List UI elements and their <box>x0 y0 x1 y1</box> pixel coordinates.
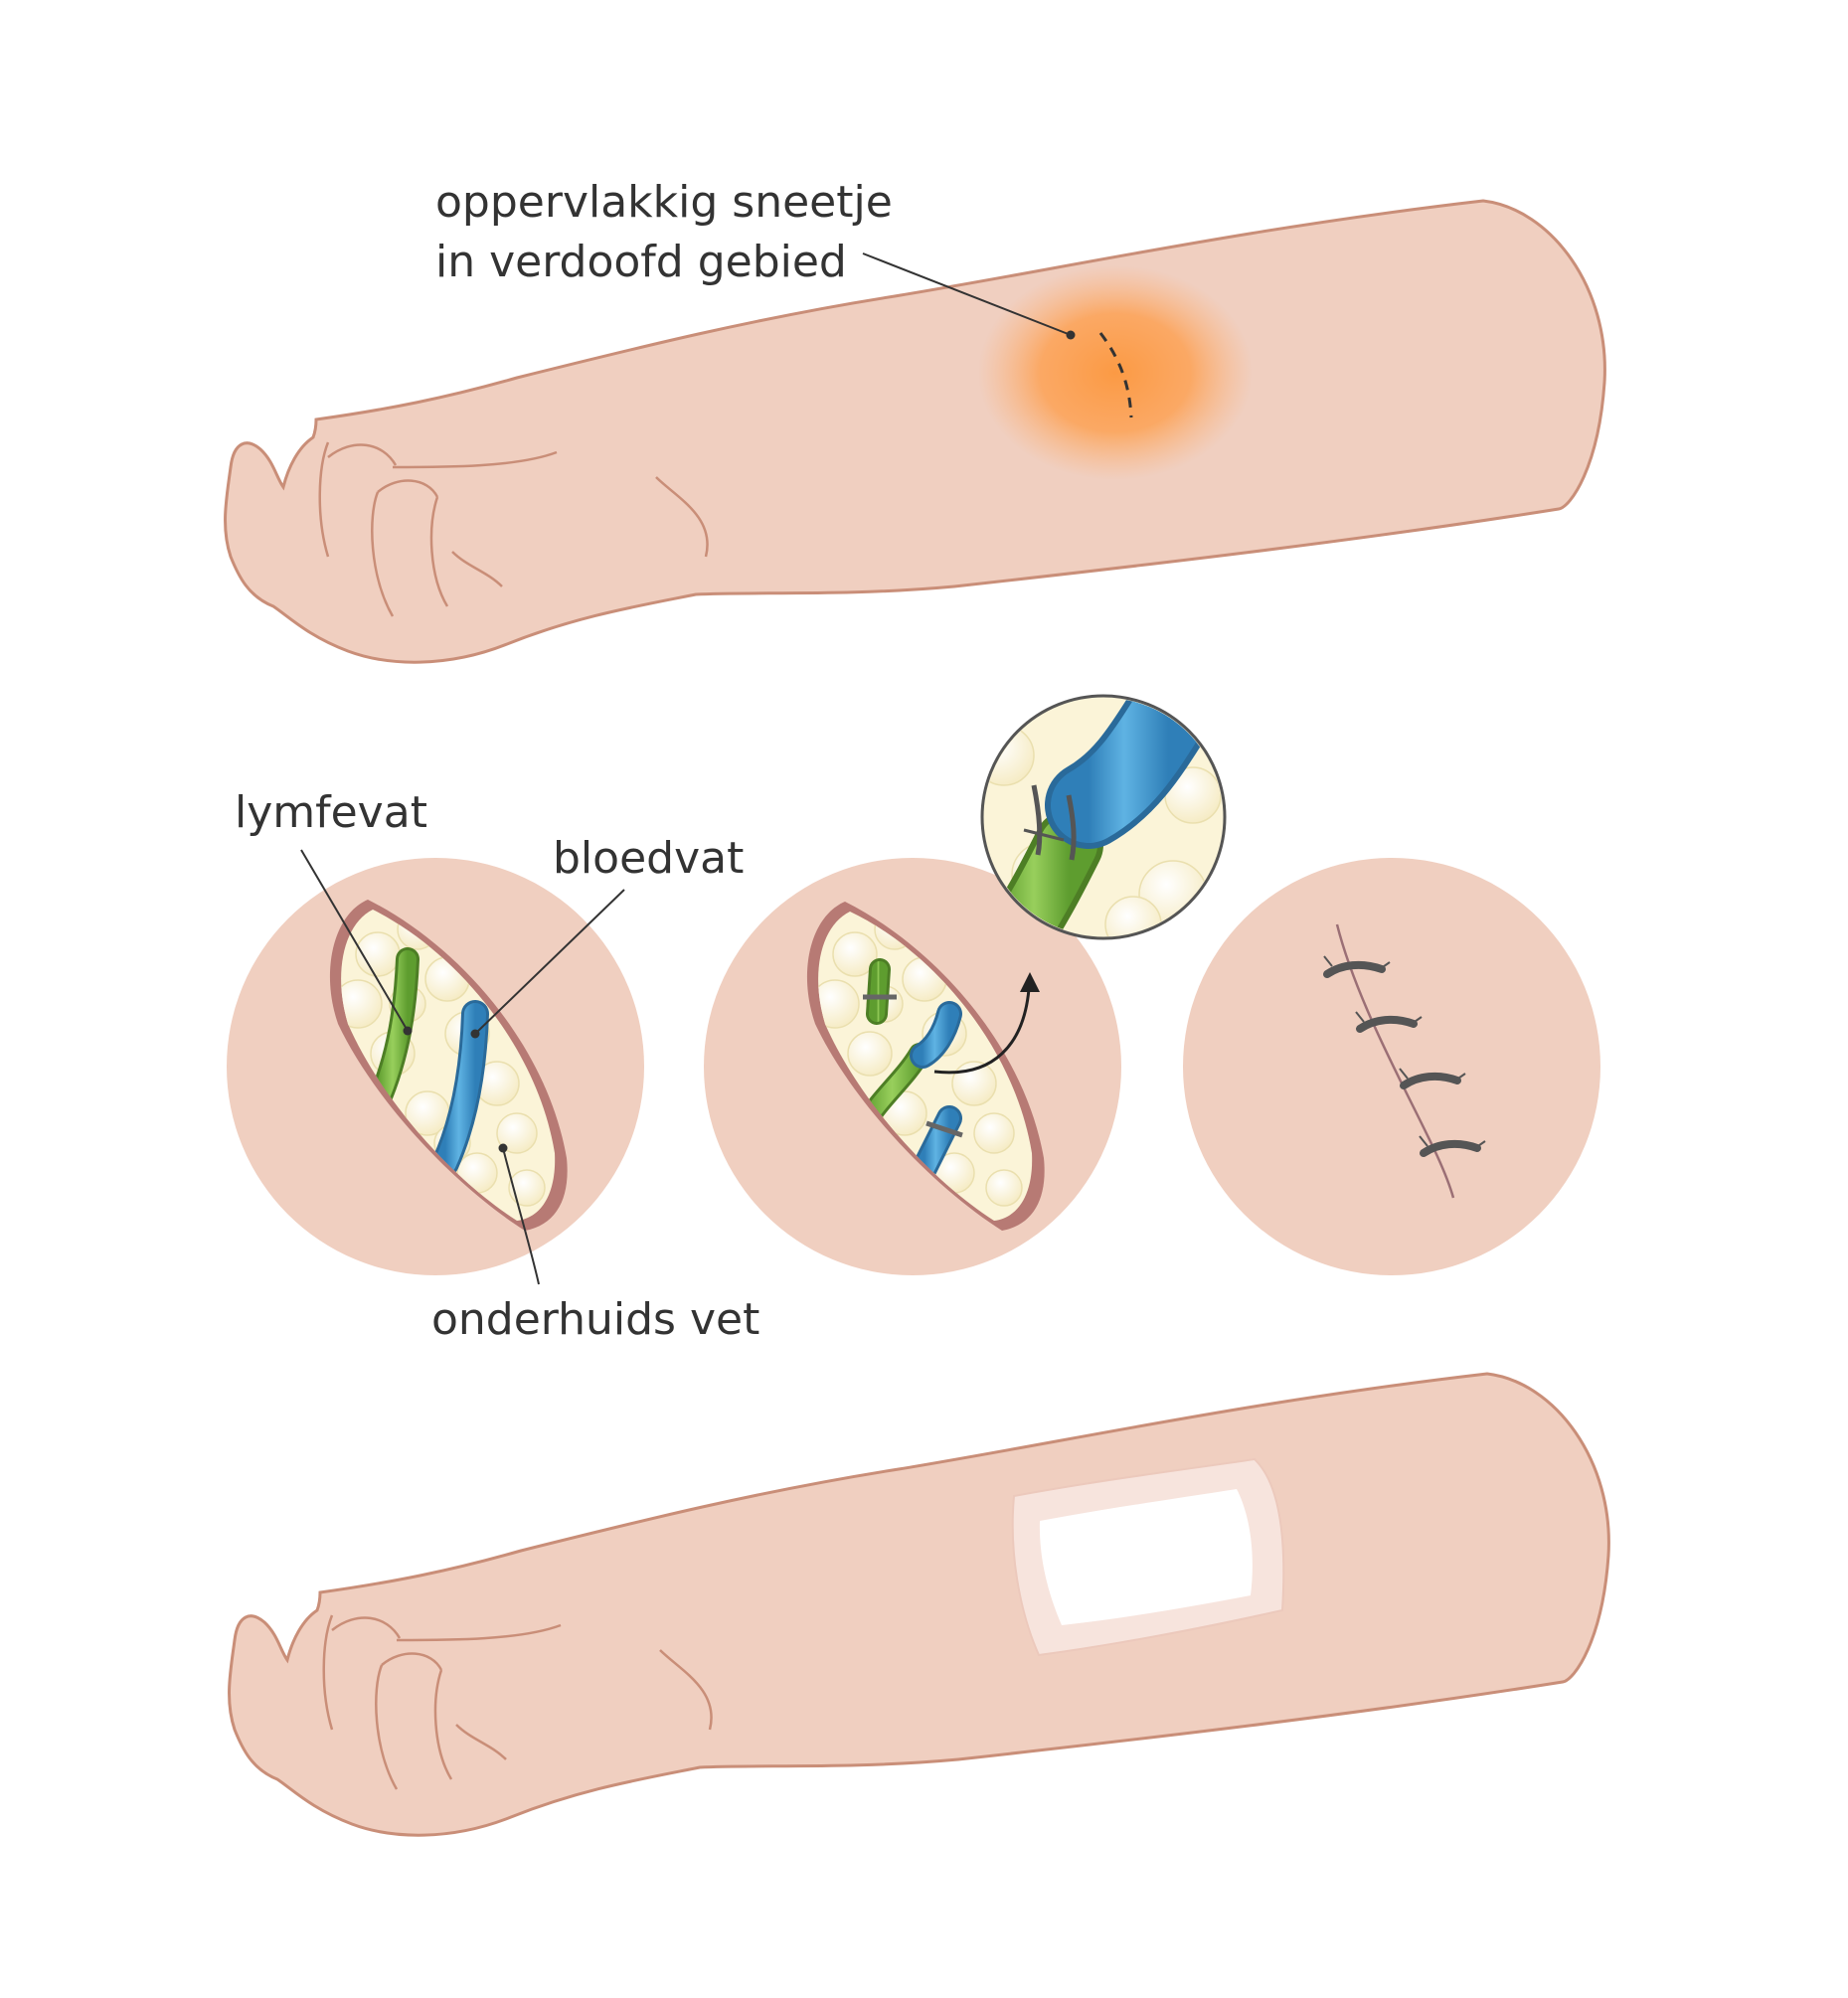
blood-vessel-label: bloedvat <box>553 833 744 884</box>
zoom-arrow <box>933 988 1031 1075</box>
zoom-suture-2 <box>1066 794 1077 861</box>
closed-incision <box>1335 923 1455 1199</box>
blood-leader-dot <box>470 1029 480 1039</box>
zoom-suture-1 <box>1031 784 1043 856</box>
lymph-leader-line <box>300 849 409 1032</box>
circle-opened-wound <box>227 849 644 1285</box>
circle-sutured <box>1183 858 1600 1275</box>
top-arm-shape <box>224 199 1606 664</box>
stitches <box>1323 960 1481 1157</box>
stitch-ends <box>1323 955 1486 1149</box>
fat-leader-line <box>502 1147 540 1285</box>
lymph-vessel-label: lymfevat <box>235 787 427 838</box>
wound-dressing-pad <box>1039 1489 1253 1625</box>
subcutaneous-fat-label: onderhuids vet <box>431 1294 759 1345</box>
incision-leader-dot <box>1066 330 1076 340</box>
top-arm-finger-lines <box>318 441 709 617</box>
bottom-arm <box>228 1372 1610 1837</box>
circle-ligated-vessels <box>704 858 1121 1275</box>
fat-leader-dot <box>498 1143 508 1153</box>
lymph-leader-dot <box>403 1026 413 1036</box>
zoom-inset <box>980 694 1227 940</box>
incision-label-line1: oppervlakkig sneetje <box>435 177 893 228</box>
skin-circle-3 <box>1183 858 1600 1275</box>
anesthesia-area <box>978 265 1253 480</box>
blood-leader-line <box>474 889 625 1035</box>
bottom-arm-shape <box>228 1372 1610 1837</box>
top-arm <box>224 199 1606 664</box>
ligature-2 <box>925 1120 963 1138</box>
zoom-arrow-head <box>1020 972 1040 992</box>
incision-label-line2: in verdoofd gebied <box>435 237 847 287</box>
zoom-suture-thread <box>1023 828 1065 842</box>
incision-leader-line <box>862 252 1072 336</box>
incision-mark <box>1098 332 1133 418</box>
bottom-arm-finger-lines <box>322 1614 713 1790</box>
